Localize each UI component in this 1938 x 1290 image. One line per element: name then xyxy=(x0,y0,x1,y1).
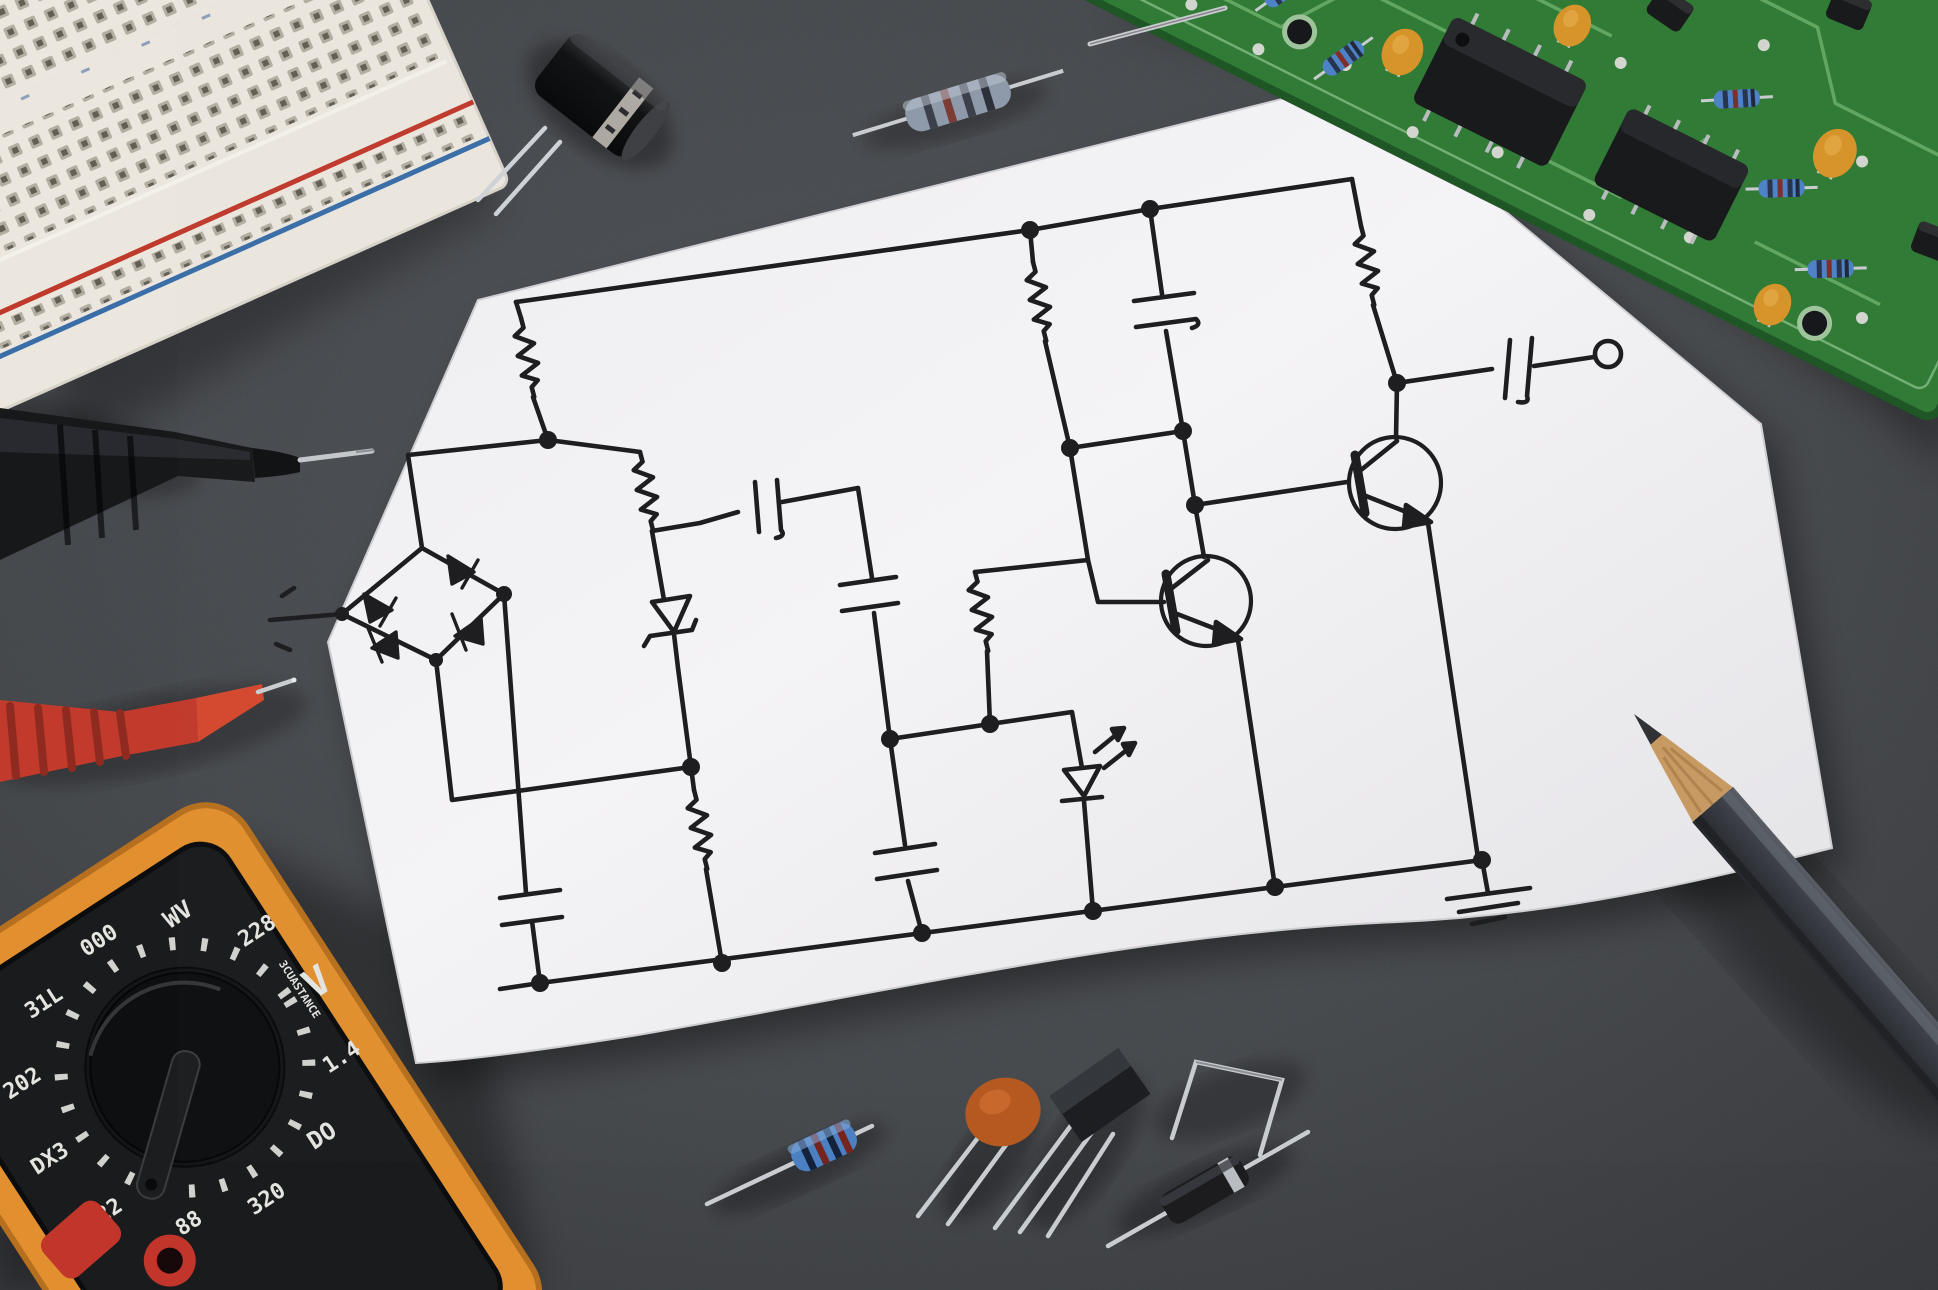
red-test-probe xyxy=(0,677,297,782)
electrolytic-capacitor xyxy=(475,30,670,217)
bent-lead-resistor xyxy=(1169,1059,1285,1158)
breadboard-blue-rail xyxy=(0,136,491,402)
metal-film-resistor xyxy=(704,1119,875,1207)
power-button[interactable] xyxy=(36,1196,126,1284)
pcb-mount-hole-2 xyxy=(1797,305,1833,341)
circuit-board-pcb xyxy=(1058,0,1938,421)
pcb-dip-ic-2 xyxy=(1594,104,1749,245)
to92-transistor xyxy=(992,1047,1151,1239)
ceramic-disc-capacitor xyxy=(915,1077,1041,1227)
pcb-mount-hole-1 xyxy=(1282,14,1318,50)
breadboard-channel xyxy=(0,59,448,317)
axial-resistor xyxy=(852,68,1064,138)
pencil-body xyxy=(1692,786,1938,1140)
rotary-dial-knob[interactable] xyxy=(38,933,320,1212)
pcb-dip-ic-1 xyxy=(1414,12,1586,169)
breadboard-row-marks xyxy=(20,13,211,101)
breadboard-red-rail xyxy=(0,99,475,365)
breadboard xyxy=(0,0,509,443)
multimeter: V 1.4 DO 320 88 22 DX3 202 31L 000 WV 22… xyxy=(0,802,543,1290)
ac-input-stub xyxy=(267,585,345,653)
paper-texture xyxy=(328,82,1832,1063)
black-test-probe xyxy=(0,408,375,560)
component-lead-pin-shade xyxy=(1089,7,1226,45)
pcb-silkscreen-outline xyxy=(1088,0,1938,390)
axial-diode xyxy=(1105,1129,1311,1249)
